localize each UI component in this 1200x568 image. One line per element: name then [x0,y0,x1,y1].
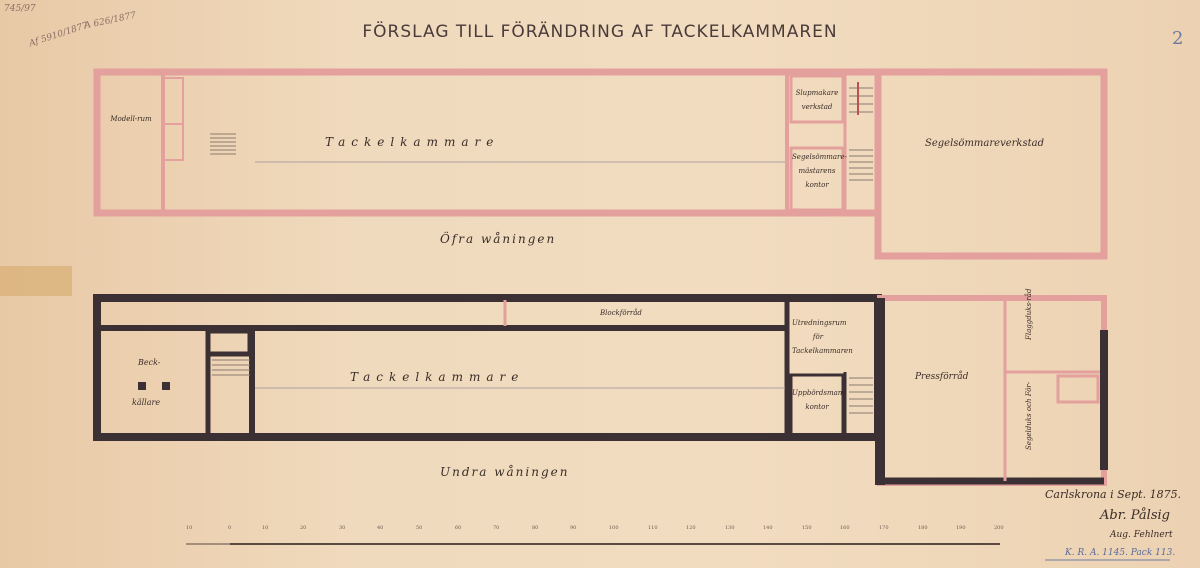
room-label-sail-workshop: Segelsömmareverkstad [925,138,1044,149]
lower-stairs [212,359,873,414]
room-label-model-room: Modell-rum [110,115,152,123]
room-label-flag-store: Flaggduks-råd [1025,288,1033,340]
scale-tick: 100 [609,525,619,531]
scale-tick: 200 [994,525,1004,531]
room-label-flag-workshop: Slupmakare verkstad [795,89,839,111]
room-label-sailcloth-store: Segelduks och För- [1025,381,1033,450]
room-label-fitting-room: Utredningsrum för Tackelkammaren [792,319,853,355]
scale-tick: 140 [763,525,773,531]
approved-signature: Aug. Fehlnert [1110,530,1173,540]
scale-tick: 50 [416,525,423,531]
scale-tick: 120 [686,525,696,531]
signature-name: Abr. Pålsig [1100,508,1170,523]
upper-east-walls [874,68,1108,260]
scale-tick: 190 [956,525,966,531]
scale-tick: 170 [879,525,889,531]
lower-floor-plan [93,294,1108,486]
scale-tick: 10 [186,525,193,531]
closets [162,77,184,161]
scale-tick: 180 [918,525,928,531]
lower-floor-label: Undra wåningen [440,465,570,479]
lower-main-walls [93,294,882,441]
sheet-number: 2 [1172,28,1184,49]
archive-note: 745/97 [4,4,36,14]
scale-tick: 160 [840,525,850,531]
place-date: Carlskrona i Sept. 1875. [1045,488,1182,501]
scale-tick: 130 [725,525,735,531]
scale-tick: 20 [300,525,307,531]
room-label-block-store: Blockförråd [600,309,642,317]
scale-tick: 60 [455,525,462,531]
scale-tick: 70 [493,525,500,531]
room-label-clerk-office: Uppbördsmans kontor [792,389,846,411]
scale-tick: 10 [262,525,269,531]
tape-strip [0,266,72,296]
scale-tick: 110 [648,525,658,531]
archive-reference: K. R. A. 1145. Pack 113. [1065,548,1176,558]
scale-tick: 40 [377,525,384,531]
room-label-pitch-cellar: källare [132,398,161,407]
scale-tick: 0 [228,525,232,531]
room-label-sailmaker-office: Segelsömmare-mästarens kontor [792,153,847,189]
room-label-tackelkammare-upper: Tackelkammare [325,135,500,149]
room-label-tackelkammare-lower: Tackelkammare [350,370,525,384]
upper-floor-plan [93,68,1108,260]
page-title: FÖRSLAG TILL FÖRÄNDRING AF TACKELKAMMARE… [362,22,838,42]
scale-tick: 150 [802,525,812,531]
scale-tick: 80 [532,525,539,531]
upper-stairs [210,82,873,181]
room-label-pitch-cellar: Beck- [138,358,161,367]
room-label-press-store: Pressförråd [915,372,969,382]
scale-tick: 30 [339,525,346,531]
scale-tick: 90 [570,525,577,531]
upper-floor-label: Öfra wåningen [440,232,557,246]
